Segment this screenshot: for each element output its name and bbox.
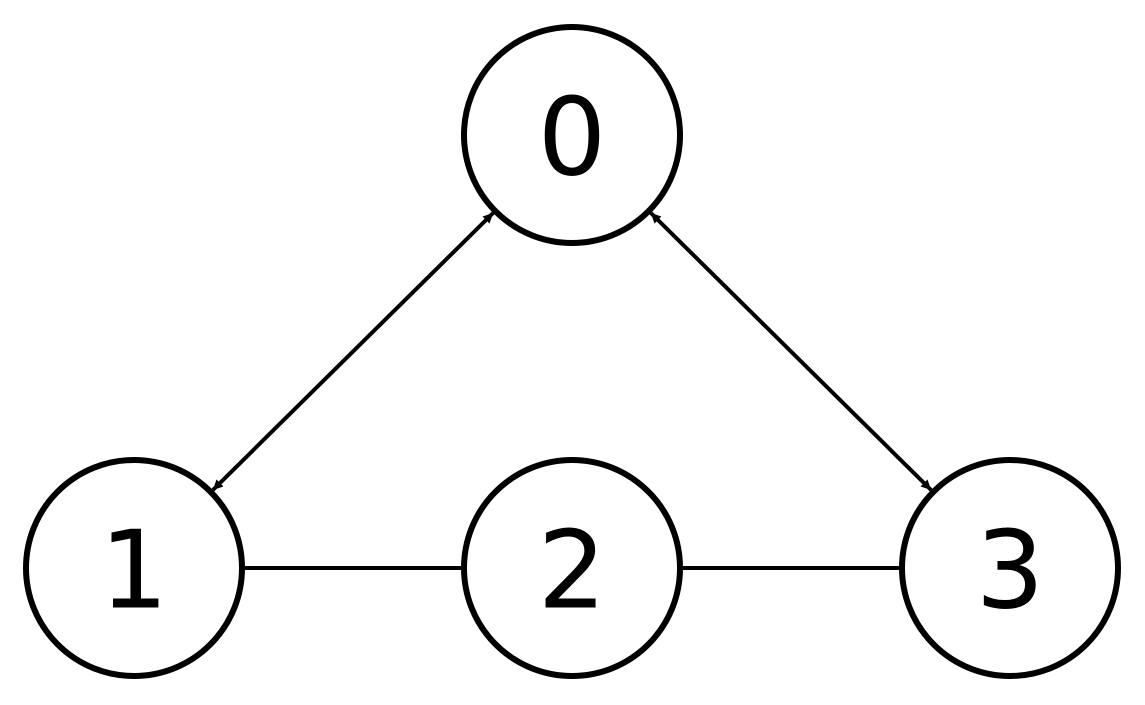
- node-1-circle: [23, 457, 245, 679]
- node-3-circle: [899, 457, 1121, 679]
- node-0-label: 0: [538, 76, 607, 201]
- node-3-label: 3: [976, 509, 1045, 634]
- node-2-circle: [461, 457, 683, 679]
- node-0-circle: [461, 24, 683, 246]
- node-1: 1: [23, 457, 245, 679]
- edge-0-3: [649, 211, 933, 492]
- edge-0-1: [211, 211, 495, 492]
- node-2-label: 2: [538, 509, 607, 634]
- node-0: 0: [461, 24, 683, 246]
- node-2: 2: [461, 457, 683, 679]
- node-1-label: 1: [100, 509, 169, 634]
- node-3: 3: [899, 457, 1121, 679]
